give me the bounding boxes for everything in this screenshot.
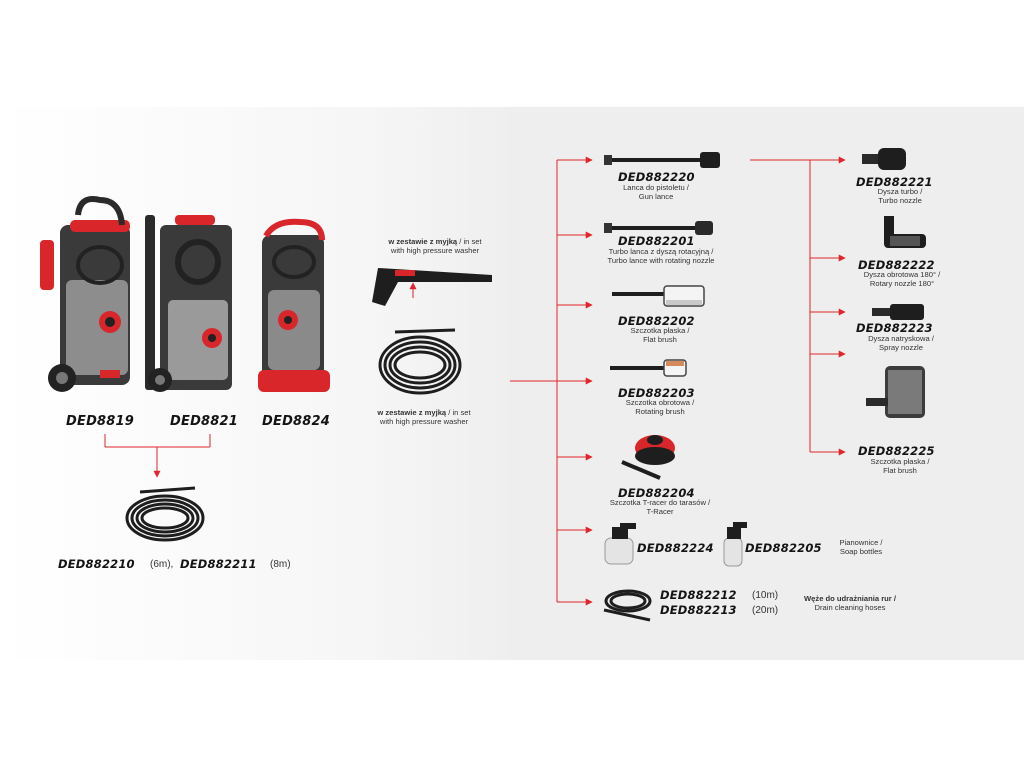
nozzle-desc-0-pl: Dysza turbo / <box>877 187 923 196</box>
acc-desc-2-en: Flat brush <box>643 335 677 344</box>
acc-desc-4: Szczotka T-racer do tarasów /T-Racer <box>600 498 720 516</box>
acc-desc-2: Szczotka płaska /Flat brush <box>610 326 710 344</box>
turbo-lance-image <box>604 221 713 235</box>
hose-in-set-rest: / in set <box>446 408 471 417</box>
model-code-ded8819: DED8819 <box>66 414 135 429</box>
hose-coil-set-image <box>378 328 462 395</box>
acc-desc-1-pl: Turbo lanca z dyszą rotacyjną / <box>608 247 714 256</box>
nozzle-desc-3-pl: Szczotka płaska / <box>870 457 930 466</box>
gun-in-set-label: w zestawie z myjką / in set with high pr… <box>382 237 488 255</box>
hose-code-6m: DED882210 <box>58 557 135 571</box>
soap-code-1: DED882224 <box>637 541 714 555</box>
rotary-nozzle-image <box>884 216 926 248</box>
acc-desc-3: Szczotka obrotowa /Rotating brush <box>610 398 710 416</box>
nozzle-code-1: DED882222 <box>858 258 935 272</box>
rotating-brush-image <box>610 359 687 377</box>
nozzle-desc-1: Dysza obrotowa 180° /Rotary nozzle 180° <box>852 270 952 288</box>
hose-in-set-line2: with high pressure washer <box>379 417 469 426</box>
model-code-ded8821: DED8821 <box>170 414 239 429</box>
acc-desc-0-pl: Lanca do pistoletu / <box>623 183 689 192</box>
flat-brush-image <box>612 285 705 307</box>
hose-length-6m: (6m), <box>150 559 174 570</box>
acc-code-0: DED882220 <box>618 170 695 184</box>
nozzle-code-2: DED882223 <box>856 321 933 335</box>
soap-desc-pl: Pianownice / <box>839 538 883 547</box>
washer-ded8824-image <box>258 218 330 392</box>
nozzle-desc-1-pl: Dysza obrotowa 180° / <box>863 270 941 279</box>
drain-length-10m: (10m) <box>752 590 779 601</box>
nozzle-desc-1-en: Rotary nozzle 180° <box>869 279 935 288</box>
drain-code-20m: DED882213 <box>660 603 737 617</box>
hose-in-set-bold: w zestawie z myjką <box>377 408 447 417</box>
washer-ded8819-image <box>40 196 130 392</box>
acc-desc-1: Turbo lanca z dyszą rotacyjną /Turbo lan… <box>596 247 726 265</box>
hose-code-8m: DED882211 <box>180 557 257 571</box>
accessories-trunk <box>510 156 593 606</box>
drain-code-10m: DED882212 <box>660 588 737 602</box>
model-code-ded8824: DED8824 <box>262 414 331 429</box>
nozzles-trunk <box>750 156 846 456</box>
acc-code-1: DED882201 <box>618 234 695 248</box>
nozzle-desc-2-pl: Dysza natryskowa / <box>868 334 934 343</box>
nozzle-desc-2-en: Spray nozzle <box>879 343 923 352</box>
washer-ded8821-image <box>145 215 232 392</box>
washers-bracket <box>104 434 211 478</box>
hose-length-8m: (8m) <box>270 559 291 570</box>
hose-coil-left-image <box>125 486 205 542</box>
drain-hose-image <box>603 589 652 622</box>
acc-code-2: DED882202 <box>618 314 695 328</box>
drain-desc: Węże do udrażniania rur /Drain cleaning … <box>794 594 906 612</box>
nozzle-code-0: DED882221 <box>856 175 933 189</box>
drain-length-20m: (20m) <box>752 605 779 616</box>
nozzle-desc-3: Szczotka płaska /Flat brush <box>860 457 940 475</box>
nozzle-code-3: DED882225 <box>858 444 935 458</box>
drain-desc-en: Drain cleaning hoses <box>814 603 886 612</box>
gun-lance-image <box>604 152 720 168</box>
soap-code-2: DED882205 <box>745 541 822 555</box>
acc-desc-0-en: Gun lance <box>638 192 674 201</box>
gun-in-set-rest: / in set <box>457 237 482 246</box>
spray-nozzle-image <box>872 304 924 320</box>
acc-desc-3-pl: Szczotka obrotowa / <box>625 398 695 407</box>
soap-desc: Pianownice /Soap bottles <box>836 538 886 556</box>
soap-bottle-1-image <box>604 523 636 565</box>
gun-in-set-line2: with high pressure washer <box>390 246 480 255</box>
nozzle-desc-2: Dysza natryskowa /Spray nozzle <box>856 334 946 352</box>
spray-gun-image <box>372 268 492 306</box>
t-racer-image <box>621 435 675 480</box>
acc-desc-1-en: Turbo lance with rotating nozzle <box>607 256 715 265</box>
acc-code-4: DED882204 <box>618 486 695 500</box>
hose-in-set-label: w zestawie z myjką / in set with high pr… <box>370 408 478 426</box>
flat-brush-nozzle-image <box>866 366 925 418</box>
acc-desc-2-pl: Szczotka płaska / <box>630 326 690 335</box>
nozzle-desc-0: Dysza turbo /Turbo nozzle <box>860 187 940 205</box>
acc-desc-3-en: Rotating brush <box>635 407 685 416</box>
acc-desc-4-pl: Szczotka T-racer do tarasów / <box>609 498 711 507</box>
turbo-nozzle-image <box>862 148 906 170</box>
nozzle-desc-0-en: Turbo nozzle <box>878 196 922 205</box>
nozzle-desc-3-en: Flat brush <box>883 466 917 475</box>
acc-desc-0: Lanca do pistoletu /Gun lance <box>596 183 716 201</box>
drain-desc-pl: Węże do udrażniania rur / <box>804 594 896 603</box>
acc-code-3: DED882203 <box>618 386 695 400</box>
gun-in-set-bold: w zestawie z myjką <box>388 237 458 246</box>
soap-bottle-2-image <box>723 522 747 567</box>
acc-desc-4-en: T-Racer <box>646 507 674 516</box>
soap-desc-en: Soap bottles <box>839 547 883 556</box>
